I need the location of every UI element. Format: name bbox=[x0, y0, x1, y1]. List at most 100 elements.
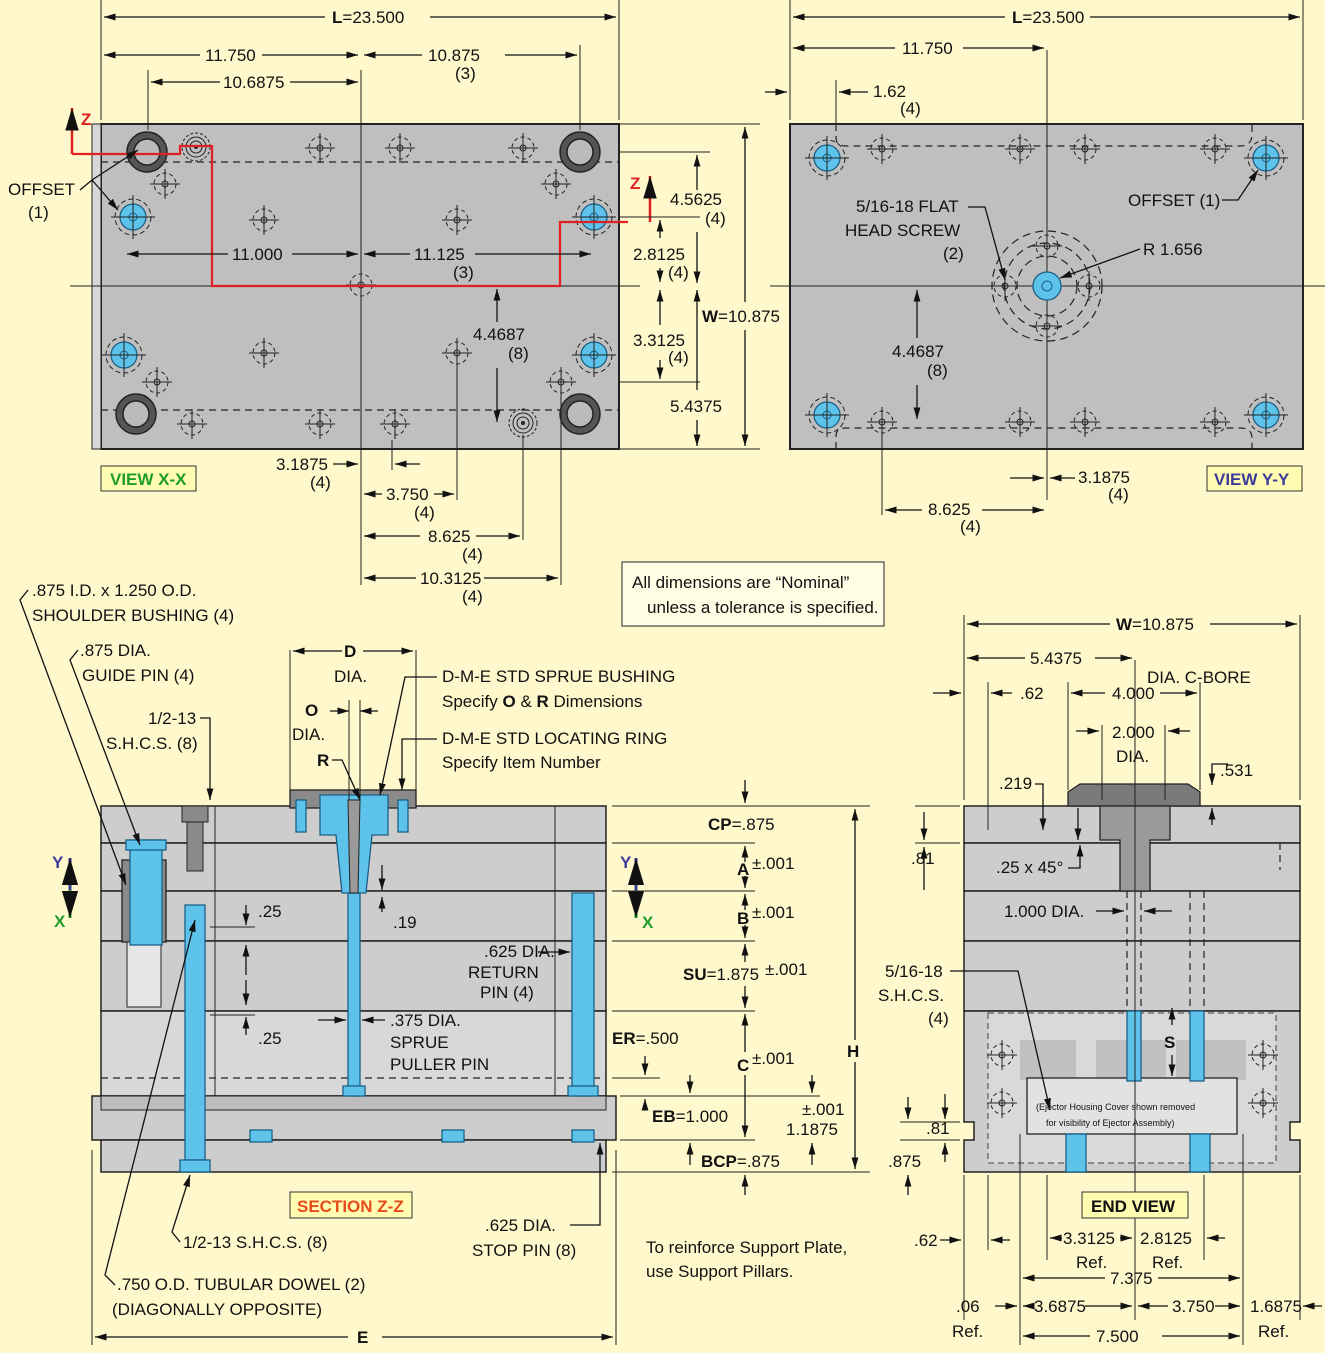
dim-3750-end: 3.750 bbox=[1172, 1297, 1215, 1316]
radius-label: R 1.656 bbox=[1143, 240, 1203, 259]
dim-7375: 7.375 bbox=[1110, 1269, 1153, 1288]
dim-11750: 11.750 bbox=[205, 46, 256, 65]
svg-text:(DIAGONALLY OPPOSITE): (DIAGONALLY OPPOSITE) bbox=[112, 1300, 322, 1319]
svg-text:X: X bbox=[642, 913, 654, 932]
svg-text:(4): (4) bbox=[1108, 485, 1129, 504]
dim-019: .19 bbox=[393, 913, 417, 932]
dim-11750-yy: 11.750 bbox=[902, 39, 953, 58]
flat-head-screw-label: 5/16-18 FLAT bbox=[856, 197, 959, 216]
svg-text:(4): (4) bbox=[462, 587, 483, 606]
section-line bbox=[72, 144, 628, 288]
guide-bushing-icon bbox=[559, 131, 601, 173]
svg-text:Specify Item Number: Specify Item Number bbox=[442, 753, 601, 772]
offset-label: OFFSET bbox=[8, 180, 75, 199]
dim-cp: CP=.875 bbox=[708, 815, 775, 834]
dim-44687: 4.4687 bbox=[473, 325, 525, 344]
svg-text:±.001: ±.001 bbox=[752, 903, 794, 922]
svg-text:Y: Y bbox=[620, 853, 632, 872]
dim-8625-yy: 8.625 bbox=[928, 500, 971, 519]
bottom-clamp-plate bbox=[100, 1139, 607, 1173]
dim-l-yy: L=23.500 bbox=[1012, 8, 1084, 27]
guide-bushing-icon bbox=[559, 393, 601, 435]
stop-pin-icon bbox=[249, 1129, 273, 1143]
dim-025: .25 bbox=[258, 1029, 282, 1048]
end-view-label: END VIEW bbox=[1091, 1197, 1176, 1216]
section-z-label: Z bbox=[630, 174, 640, 193]
dim-103125: 10.3125 bbox=[420, 569, 481, 588]
support-note: To reinforce Support Plate, bbox=[646, 1238, 847, 1257]
svg-text:Ref.: Ref. bbox=[952, 1322, 983, 1341]
svg-text:Ref.: Ref. bbox=[1152, 1253, 1183, 1272]
svg-text:(4): (4) bbox=[928, 1009, 949, 1028]
dim-36875: 3.6875 bbox=[1034, 1297, 1086, 1316]
dim-106875: 10.6875 bbox=[223, 73, 284, 92]
dim-l: L=23.500 bbox=[332, 8, 404, 27]
svg-text:Ref.: Ref. bbox=[1258, 1322, 1289, 1341]
svg-text:SHOULDER BUSHING (4): SHOULDER BUSHING (4) bbox=[32, 606, 234, 625]
dim-44687-yy: 4.4687 bbox=[892, 342, 944, 361]
dim-081: .81 bbox=[926, 1119, 950, 1138]
dim-11000: 11.000 bbox=[232, 245, 283, 264]
dim-e: E bbox=[357, 1328, 368, 1347]
svg-text:±.001: ±.001 bbox=[752, 1049, 794, 1068]
stop-pin-label: .625 DIA. bbox=[485, 1216, 556, 1235]
dim-8625: 8.625 bbox=[428, 527, 471, 546]
svg-text:(8): (8) bbox=[508, 344, 529, 363]
view-yy: L=23.500 11.750 1.62 (4) 5/16-18 FLAT HE… bbox=[765, 0, 1325, 536]
dim-s: S bbox=[1164, 1033, 1175, 1052]
svg-text:HEAD SCREW: HEAD SCREW bbox=[845, 221, 960, 240]
view-yy-label: VIEW Y-Y bbox=[1214, 470, 1290, 489]
svg-text:(4): (4) bbox=[900, 99, 921, 118]
chamfer-label: .25 x 45° bbox=[996, 858, 1063, 877]
stop-pin-icon bbox=[441, 1129, 465, 1143]
dim-d: D bbox=[344, 642, 356, 661]
dim-10875: 10.875 bbox=[428, 46, 480, 65]
section-zz: Y X Y X .875 I.D. x 1.250 O.D. SHOULDER … bbox=[19, 581, 870, 1347]
guide-bushing-icon bbox=[126, 131, 168, 173]
cbore-label: DIA. C-BORE bbox=[1147, 668, 1251, 687]
return-pin-label: .625 DIA. bbox=[484, 942, 555, 961]
svg-text:±.001: ±.001 bbox=[765, 960, 807, 979]
dim-162: 1.62 bbox=[873, 82, 906, 101]
dim-11875: 1.1875 bbox=[786, 1120, 838, 1139]
cover-note: (Ejector Housing Cover shown removed bbox=[1036, 1102, 1195, 1112]
dim-28125: 2.8125 bbox=[633, 245, 685, 264]
locating-ring-label: D-M-E STD LOCATING RING bbox=[442, 729, 667, 748]
dim-4000: 4.000 bbox=[1112, 684, 1155, 703]
svg-text:S.H.C.S.: S.H.C.S. bbox=[878, 986, 944, 1005]
dim-062: .62 bbox=[1020, 684, 1044, 703]
shoulder-bushing-label: .875 I.D. x 1.250 O.D. bbox=[32, 581, 196, 600]
svg-text:unless a tolerance is specifie: unless a tolerance is specified. bbox=[647, 598, 879, 617]
svg-text:±.001: ±.001 bbox=[752, 854, 794, 873]
svg-text:DIA.: DIA. bbox=[1116, 747, 1149, 766]
sprue-hole-icon bbox=[1032, 271, 1062, 301]
svg-text:(8): (8) bbox=[927, 361, 948, 380]
dim-2000: 2.000 bbox=[1112, 723, 1155, 742]
sprue-bushing-label: D-M-E STD SPRUE BUSHING bbox=[442, 667, 675, 686]
svg-text:(3): (3) bbox=[453, 263, 474, 282]
dim-31875: 3.1875 bbox=[276, 455, 328, 474]
svg-text:(4): (4) bbox=[668, 263, 689, 282]
view-xx-label: VIEW X-X bbox=[110, 470, 187, 489]
dim-062-bottom: .62 bbox=[914, 1231, 938, 1250]
svg-text:(4): (4) bbox=[310, 473, 331, 492]
dim-o: O bbox=[305, 701, 318, 720]
svg-text:(2): (2) bbox=[943, 244, 964, 263]
dim-54375: 5.4375 bbox=[670, 397, 722, 416]
tubular-dowel-label: .750 O.D. TUBULAR DOWEL (2) bbox=[117, 1275, 365, 1294]
dim-r: R bbox=[317, 751, 329, 770]
dim-w-end: W=10.875 bbox=[1116, 615, 1194, 634]
dim-h: H bbox=[847, 1042, 859, 1061]
dim-su: SU=1.875 bbox=[683, 965, 759, 984]
dim-a: A bbox=[737, 860, 749, 879]
svg-text:use Support Pillars.: use Support Pillars. bbox=[646, 1262, 793, 1281]
svg-text:for visibility of Ejector Asse: for visibility of Ejector Assembly) bbox=[1046, 1118, 1175, 1128]
svg-text:S.H.C.S. (8): S.H.C.S. (8) bbox=[106, 734, 198, 753]
svg-text:DIA.: DIA. bbox=[292, 725, 325, 744]
shcs-label: 1/2-13 bbox=[148, 709, 196, 728]
locating-ring-icon bbox=[1067, 783, 1201, 807]
dim-0531: .531 bbox=[1220, 761, 1253, 780]
dim-1000: 1.000 DIA. bbox=[1004, 902, 1084, 921]
nominal-note: All dimensions are “Nominal” unless a to… bbox=[621, 561, 885, 627]
